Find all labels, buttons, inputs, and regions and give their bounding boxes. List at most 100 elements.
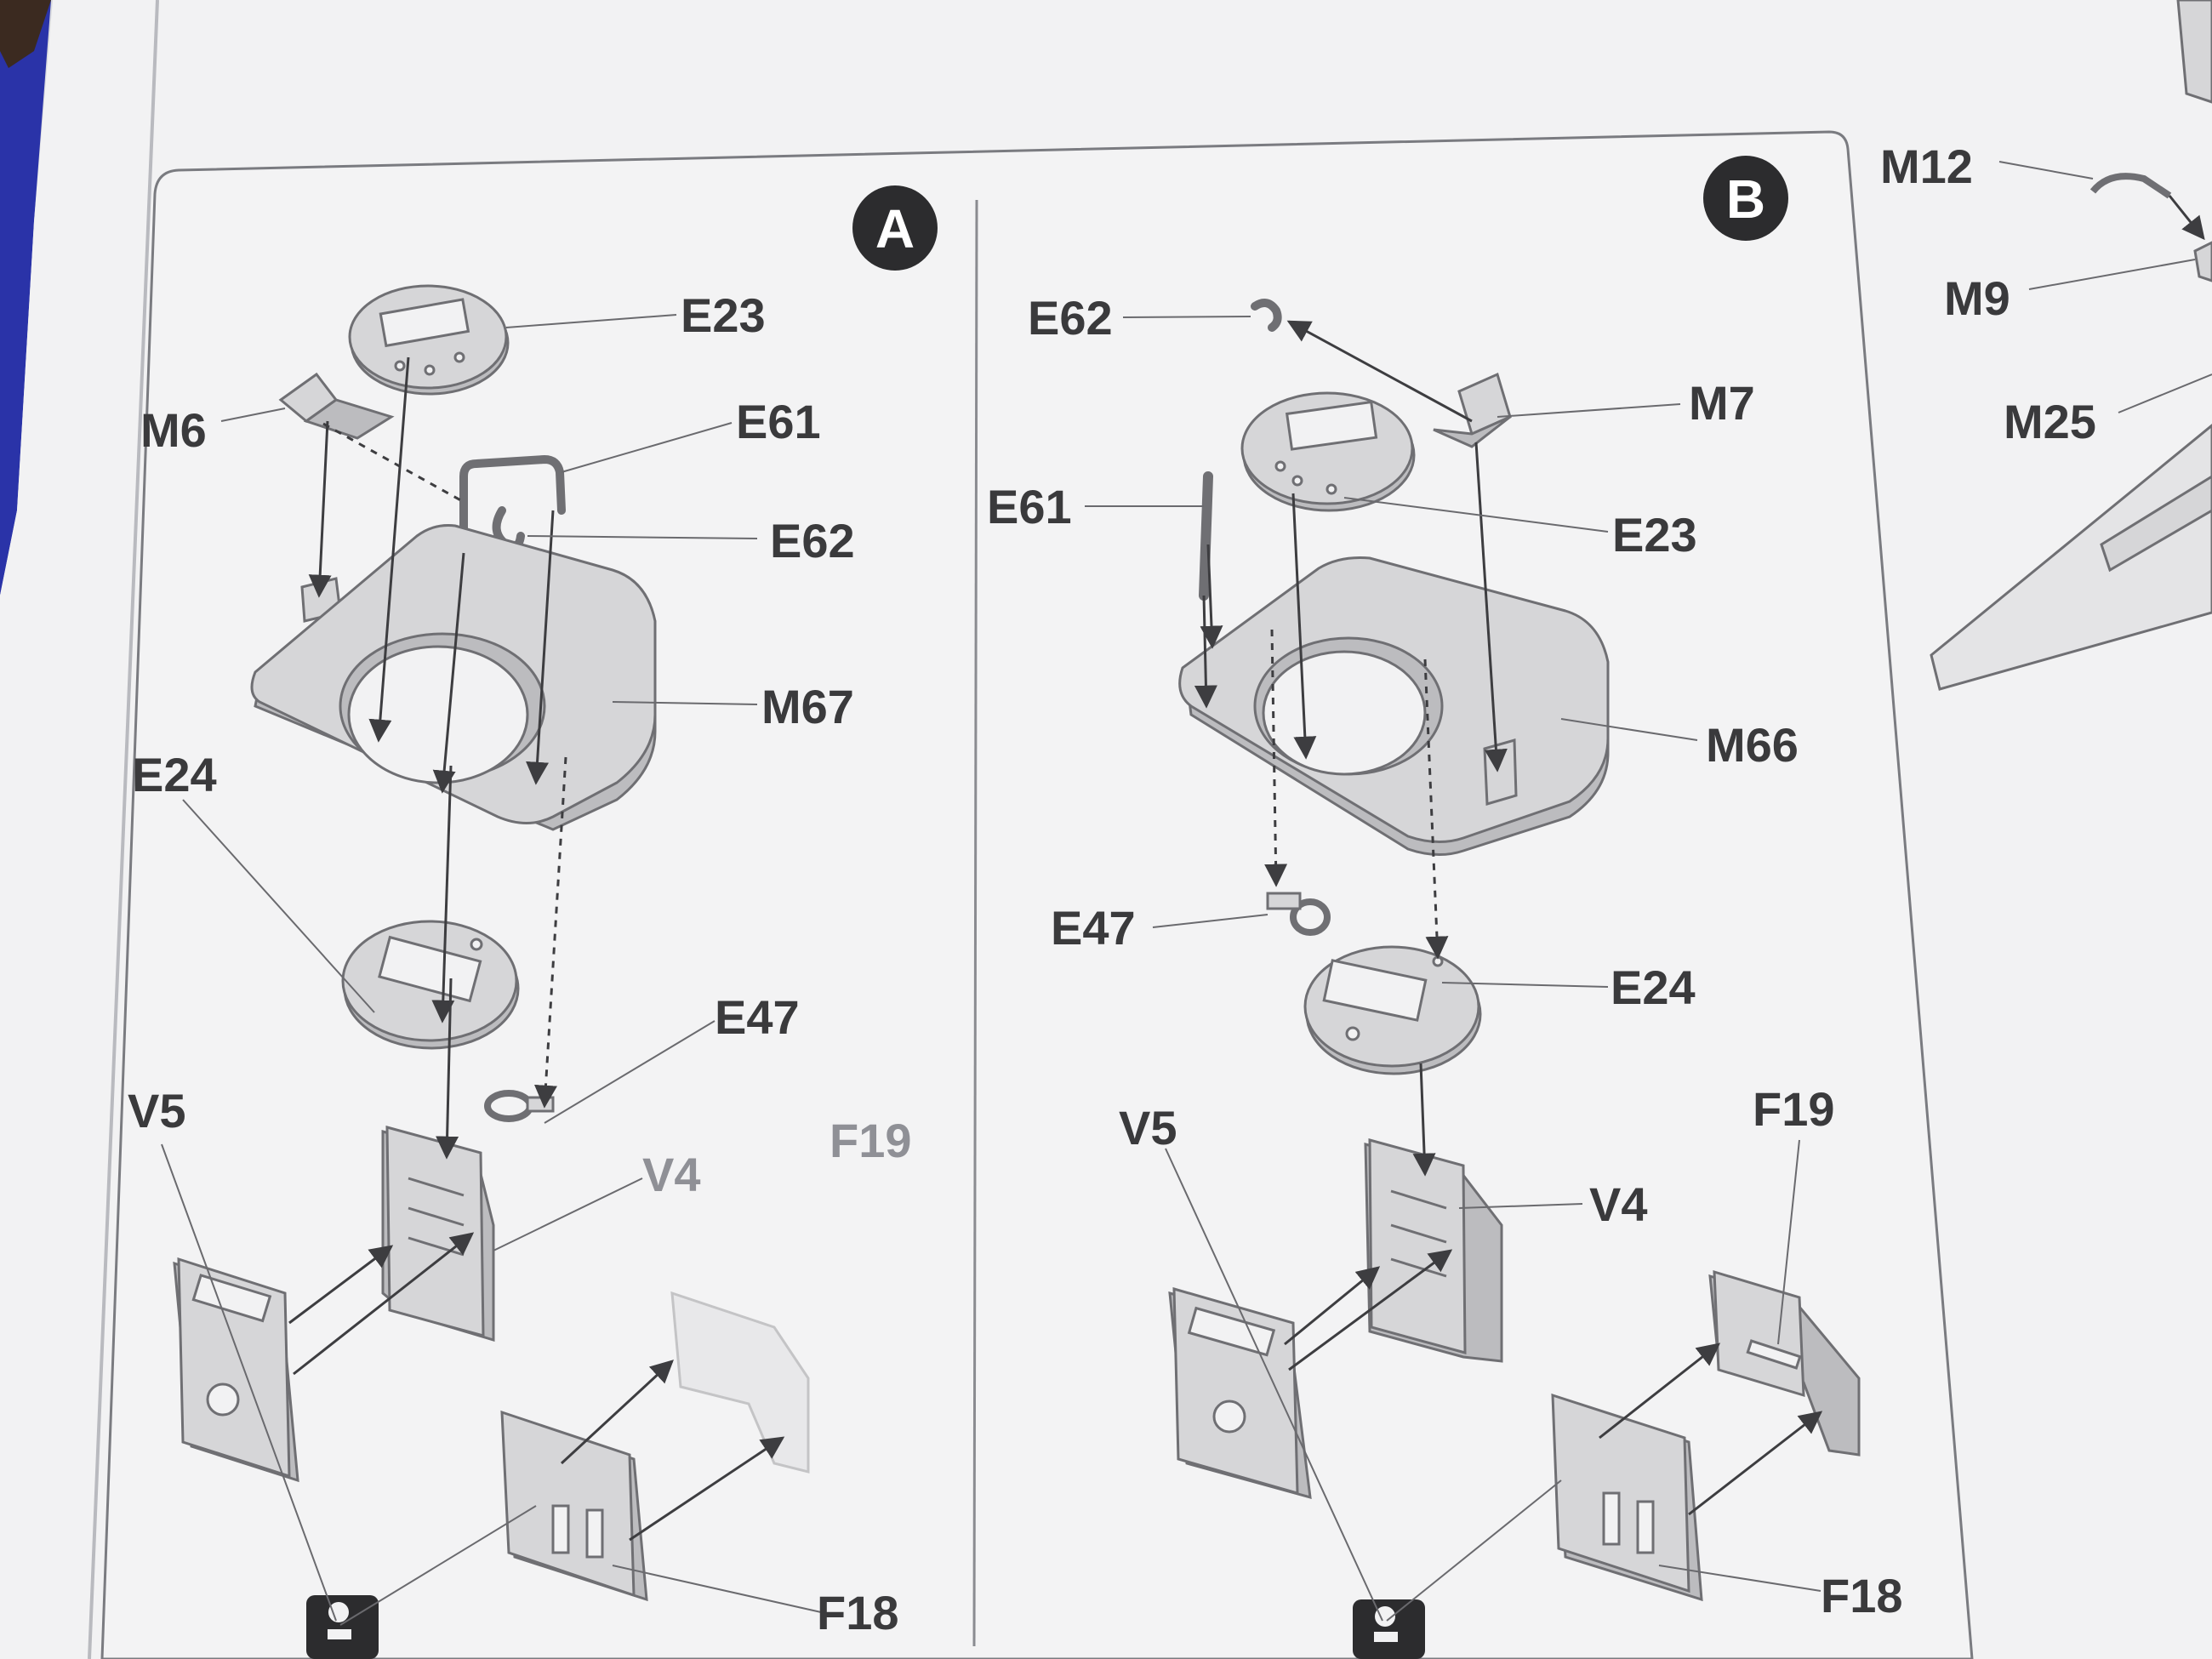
part-e47-b <box>1266 892 1331 936</box>
part-m6-a <box>278 372 395 440</box>
arrow-m12-to-m9 <box>2168 195 2205 241</box>
arrow-e61-b <box>526 510 555 785</box>
label-m7-b: M7 <box>1689 376 1755 430</box>
side-part-m9 <box>2193 241 2212 282</box>
part-e24-b <box>1303 945 1482 1075</box>
leader-v5-a <box>161 1143 337 1622</box>
part-e61-a <box>459 454 566 549</box>
arrow-e61-b-1 <box>1200 544 1223 649</box>
leader-e62-a <box>527 535 758 539</box>
arrow-e23-to-m66 <box>1291 493 1317 760</box>
label-v5-b: V5 <box>1119 1101 1177 1154</box>
arrow-v5-to-v4-b <box>293 1232 475 1376</box>
arrow-e24-to-v4 <box>436 978 459 1160</box>
leader-e24-b <box>1441 982 1609 988</box>
part-v5-a <box>173 1257 299 1483</box>
label-e61-a: E61 <box>736 395 821 448</box>
label-m25: M25 <box>2004 395 2096 448</box>
leader-marker-f18-a <box>339 1505 537 1626</box>
leader-v4-b <box>1458 1203 1583 1209</box>
arrow-e47-b-dashed <box>1264 629 1288 887</box>
badge-a <box>852 185 938 271</box>
step-marker-a <box>306 1595 379 1659</box>
arrow-e23-to-m67 <box>368 356 410 743</box>
label-f18-a: F18 <box>817 1586 899 1639</box>
label-v4-a: V4 <box>642 1148 701 1201</box>
arrow-v5-to-v4-b-2 <box>1288 1249 1453 1371</box>
leader-e62-b <box>1122 316 1251 318</box>
part-e61-b <box>1199 471 1213 601</box>
panel-divider <box>972 199 978 1647</box>
step-marker-a-bar <box>328 1629 351 1639</box>
label-m12: M12 <box>1880 140 1973 193</box>
steps-frame <box>100 130 1974 1659</box>
leader-m7-b <box>1497 403 1681 418</box>
part-e62-b <box>1251 299 1282 332</box>
part-f18-a <box>500 1410 648 1602</box>
label-v4-b: V4 <box>1589 1177 1648 1231</box>
label-m6-a: M6 <box>140 403 207 457</box>
badge-b <box>1703 156 1788 241</box>
arrow-e61-b-2 <box>1194 595 1217 709</box>
arrow-f18-to-f19-b <box>629 1436 785 1542</box>
arrow-m6-to-m67 <box>308 420 332 598</box>
leader-m67 <box>612 701 758 705</box>
step-marker-b-dot <box>1375 1606 1395 1627</box>
side-panel: M12 M9 M25 <box>1880 0 2212 691</box>
part-v4-a <box>381 1126 495 1343</box>
arrow-v5-to-v4-b-1 <box>1284 1266 1381 1346</box>
side-part-top <box>2176 0 2212 104</box>
label-f19-a: F19 <box>830 1114 912 1167</box>
label-e47-a: E47 <box>715 990 800 1044</box>
label-e24-b: E24 <box>1611 961 1696 1014</box>
step-marker-b <box>1353 1599 1425 1659</box>
leader-f18-a <box>612 1565 822 1613</box>
badge-b-label: B <box>1726 168 1765 230</box>
label-f19-b: F19 <box>1753 1082 1835 1136</box>
leader-e47-a <box>544 1020 715 1124</box>
label-e23-b: E23 <box>1612 508 1697 562</box>
arrow-v5-to-v4-a <box>288 1245 394 1325</box>
leader-m6-a <box>220 408 286 422</box>
side-part-plate <box>1930 424 2212 691</box>
label-e62-a: E62 <box>770 514 855 567</box>
label-m9: M9 <box>1944 271 2010 325</box>
arrow-e47-dashed <box>534 756 567 1109</box>
step-marker-b-bar <box>1374 1632 1398 1642</box>
leader-marker-f18-b <box>1386 1479 1562 1622</box>
leader-m25 <box>2118 373 2212 413</box>
side-part-m12 <box>2089 173 2172 199</box>
part-f19-b <box>1708 1269 1861 1457</box>
label-m67: M67 <box>761 680 854 733</box>
badge-a-label: A <box>875 198 915 259</box>
leader-v4-a <box>493 1177 643 1251</box>
leader-m66 <box>1560 718 1698 741</box>
part-e24-a <box>341 920 520 1050</box>
arrow-m7-to-e62 <box>1286 320 1473 423</box>
label-m66: M66 <box>1706 718 1799 772</box>
leader-m12 <box>1998 161 2094 180</box>
arrow-e61-a <box>432 552 465 794</box>
side-part-rail <box>2100 475 2212 573</box>
arrow-e24-to-v4 <box>1412 1063 1436 1177</box>
page-edge-line <box>88 0 159 1659</box>
label-e61-b: E61 <box>987 480 1072 533</box>
part-v5-b <box>1168 1286 1312 1500</box>
arrow-m7-to-m66 <box>1474 442 1508 772</box>
binder-corner <box>0 0 51 68</box>
leader-e23-a <box>505 314 677 328</box>
arrow-m67-to-e24 <box>431 765 455 1023</box>
binder-cover <box>0 0 51 596</box>
panel-b: B <box>987 156 1903 1659</box>
leader-v5-b <box>1165 1148 1383 1622</box>
leader-e47-b <box>1152 914 1268 928</box>
label-e24-a: E24 <box>132 748 217 801</box>
part-e23-b <box>1240 391 1416 512</box>
leader-f19-b <box>1777 1139 1800 1345</box>
part-f18-b <box>1551 1393 1703 1602</box>
leader-e61-a <box>561 422 733 473</box>
arrow-m66-to-e24 <box>1423 658 1449 960</box>
label-e47-b: E47 <box>1051 901 1136 955</box>
label-f18-b: F18 <box>1821 1569 1903 1622</box>
